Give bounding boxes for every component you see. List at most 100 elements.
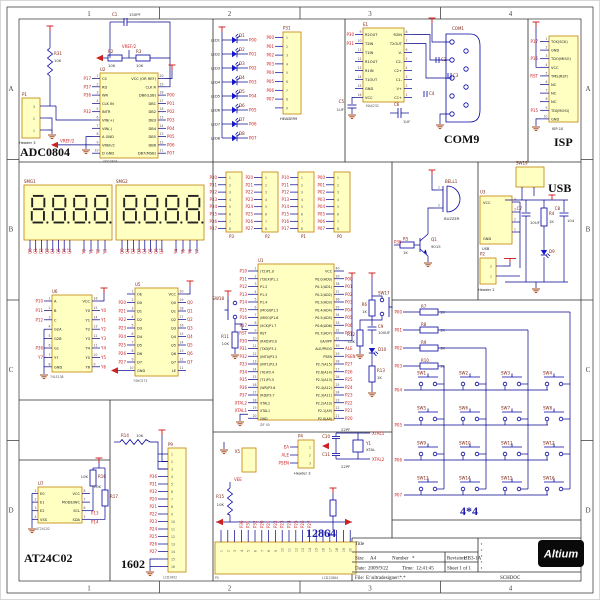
svg-text:Y6: Y6 <box>100 364 106 369</box>
svg-text:SMG1: SMG1 <box>24 179 36 184</box>
svg-text:2: 2 <box>33 117 35 121</box>
section-74ls138: U6 74LS138 P10 1 A P11 2 B P12 3 C 4 G2A… <box>35 287 108 380</box>
svg-text:7: 7 <box>97 124 99 128</box>
svg-text:LED8: LED8 <box>211 137 221 141</box>
svg-text:U1: U1 <box>258 258 264 263</box>
svg-text:20: 20 <box>349 548 353 552</box>
svg-text:D6: D6 <box>239 103 245 108</box>
x5-part <box>241 447 257 473</box>
svg-text:P03: P03 <box>345 300 353 305</box>
p4-header <box>297 439 315 469</box>
svg-text:P21: P21 <box>266 520 271 528</box>
svg-text:11: 11 <box>171 528 175 532</box>
svg-text:4: 4 <box>171 475 173 479</box>
svg-text:1UF: 1UF <box>337 107 344 112</box>
svg-text:*: * <box>412 557 415 562</box>
svg-text:7: 7 <box>84 498 86 502</box>
svg-text:18: 18 <box>253 398 257 402</box>
svg-text:Q3: Q3 <box>187 326 193 331</box>
svg-text:P1.3: P1.3 <box>260 293 267 297</box>
svg-text:SW15: SW15 <box>501 476 513 481</box>
svg-text:11: 11 <box>180 366 184 370</box>
svg-text:P07: P07 <box>249 136 257 141</box>
svg-text:Q2: Q2 <box>39 248 44 254</box>
svg-text:13: 13 <box>358 66 362 70</box>
svg-text:SW5: SW5 <box>417 406 426 411</box>
svg-text:LED2: LED2 <box>211 53 220 57</box>
svg-text:10K: 10K <box>136 433 144 438</box>
svg-text:4: 4 <box>265 198 267 202</box>
svg-text:SW16: SW16 <box>543 476 555 481</box>
svg-text:5: 5 <box>255 298 257 302</box>
svg-text:4: 4 <box>255 290 257 294</box>
svg-text:2: 2 <box>226 550 230 552</box>
svg-text:5: 5 <box>337 205 339 209</box>
lcd12864-title: 12864 <box>306 526 336 540</box>
svg-text:P2.0(A8): P2.0(A8) <box>318 417 332 421</box>
svg-text:PSEN: PSEN <box>279 461 289 466</box>
svg-text:12: 12 <box>171 535 175 539</box>
svg-text:2: 2 <box>229 183 231 187</box>
svg-text:P13: P13 <box>91 511 99 516</box>
svg-text:U5: U5 <box>135 282 141 287</box>
svg-text:D4: D4 <box>137 335 143 339</box>
svg-text:2: 2 <box>286 45 288 49</box>
svg-text:AT24C02: AT24C02 <box>36 527 50 531</box>
svg-text:C10: C10 <box>322 434 330 439</box>
svg-text:D7: D7 <box>137 361 142 365</box>
svg-text:D1: D1 <box>239 33 245 38</box>
svg-text:LED3: LED3 <box>211 67 220 71</box>
svg-text:P36: P36 <box>239 520 244 528</box>
svg-text:3: 3 <box>368 585 372 593</box>
svg-text:1: 1 <box>265 176 267 180</box>
svg-text:R14: R14 <box>121 433 129 438</box>
svg-text:P0.6(AD6): P0.6(AD6) <box>315 324 332 328</box>
svg-text:P24: P24 <box>149 527 157 532</box>
svg-text:SW8: SW8 <box>543 406 552 411</box>
section-port-headers: P30 1 P31 2 P32 3 P33 4 P34 5 P35 6 P36 … <box>209 171 351 239</box>
svg-text:BUZZER: BUZZER <box>444 216 460 221</box>
svg-text:Y4: Y4 <box>100 346 106 351</box>
svg-text:LED1: LED1 <box>211 39 220 43</box>
svg-text:6: 6 <box>255 305 257 309</box>
svg-text:R31: R31 <box>54 51 62 56</box>
svg-text:P4: P4 <box>298 434 303 439</box>
isp-connector <box>548 35 579 123</box>
svg-text:P02: P02 <box>317 190 325 195</box>
svg-text:1: 1 <box>546 37 548 41</box>
svg-text:P36: P36 <box>83 93 91 98</box>
svg-text:Y3: Y3 <box>86 337 90 341</box>
svg-text:Header 2: Header 2 <box>478 288 495 292</box>
svg-text:15: 15 <box>180 332 184 336</box>
svg-text:3: 3 <box>368 10 372 18</box>
svg-text:P16: P16 <box>530 56 538 61</box>
svg-text:8: 8 <box>49 362 51 366</box>
svg-text:Q4: Q4 <box>50 248 55 254</box>
svg-text:7: 7 <box>406 39 408 43</box>
svg-text:P27: P27 <box>118 360 126 365</box>
svg-text:R10: R10 <box>421 358 429 363</box>
svg-text:SW6: SW6 <box>459 406 468 411</box>
svg-text:P37: P37 <box>209 226 217 231</box>
svg-text:SMG2: SMG2 <box>116 179 128 184</box>
svg-text:SW2: SW2 <box>459 371 468 376</box>
usb-connector <box>479 195 513 245</box>
svg-text:P03: P03 <box>394 364 402 369</box>
svg-text:24: 24 <box>336 391 340 395</box>
svg-text:R1OUT: R1OUT <box>365 60 378 64</box>
svg-text:1: 1 <box>406 93 408 97</box>
svg-text:Q6: Q6 <box>62 248 67 254</box>
svg-text:Y1: Y1 <box>365 441 371 446</box>
svg-text:5: 5 <box>247 550 251 552</box>
svg-text:P21: P21 <box>345 408 353 413</box>
svg-text:13: 13 <box>94 325 98 329</box>
svg-text:SW4: SW4 <box>543 371 552 376</box>
svg-text:P01: P01 <box>167 101 175 106</box>
svg-text:P14: P14 <box>239 300 247 305</box>
svg-text:B: B <box>9 226 14 234</box>
svg-text:14: 14 <box>94 315 98 319</box>
svg-text:P05: P05 <box>394 423 402 428</box>
svg-text:10K: 10K <box>94 484 102 489</box>
svg-text:Q2: Q2 <box>187 317 193 322</box>
